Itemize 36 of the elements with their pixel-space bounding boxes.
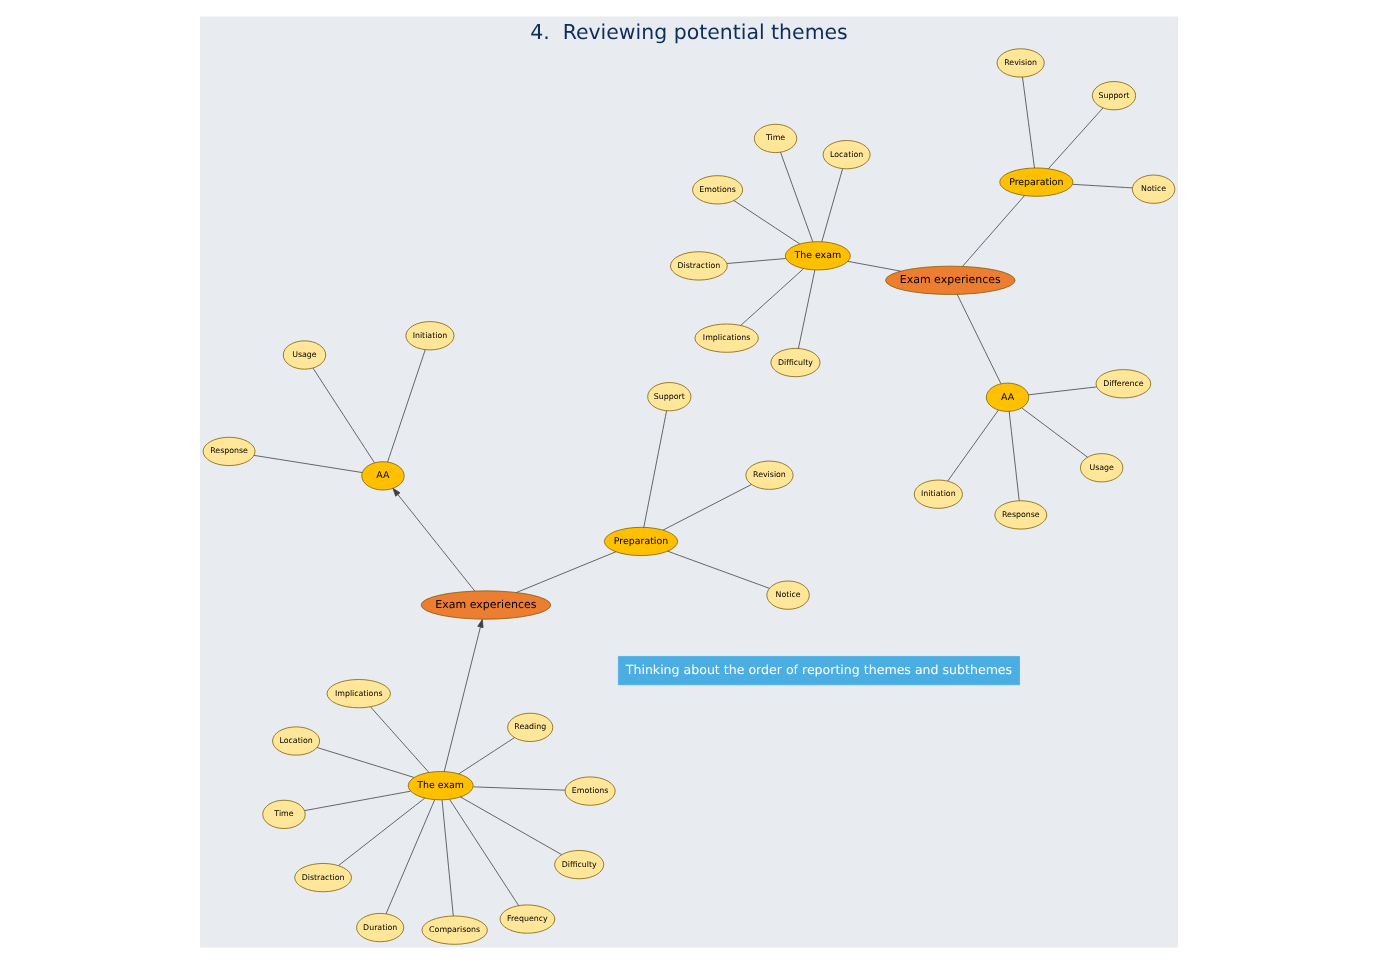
connector xyxy=(449,799,519,906)
connector xyxy=(947,409,999,482)
connector xyxy=(441,799,454,917)
connector xyxy=(458,737,515,775)
connector xyxy=(962,195,1025,267)
connector xyxy=(1048,107,1104,169)
connector xyxy=(1022,76,1035,169)
connector xyxy=(387,349,426,463)
connector xyxy=(798,269,816,349)
connector xyxy=(662,484,752,531)
connector xyxy=(847,260,901,272)
arrow xyxy=(392,487,476,592)
connector xyxy=(733,200,801,245)
connector xyxy=(1028,386,1098,396)
connector xyxy=(821,168,843,243)
connector xyxy=(643,410,667,528)
connector xyxy=(1021,407,1088,458)
connector xyxy=(253,455,363,473)
connector xyxy=(385,799,436,915)
connector xyxy=(473,786,566,791)
connector xyxy=(1072,183,1133,189)
connector xyxy=(370,706,430,773)
connector xyxy=(956,294,1002,384)
connector xyxy=(316,747,415,778)
connector xyxy=(312,367,375,464)
connector xyxy=(460,796,562,855)
connector xyxy=(1008,411,1020,502)
arrow xyxy=(443,619,484,772)
connector xyxy=(338,797,426,866)
connector xyxy=(304,790,411,811)
connector xyxy=(740,268,804,326)
connector xyxy=(726,258,787,264)
connector xyxy=(667,550,770,589)
connector xyxy=(516,551,617,593)
diagram-title: 4. Reviewing potential themes xyxy=(530,23,848,46)
connector xyxy=(780,151,814,243)
